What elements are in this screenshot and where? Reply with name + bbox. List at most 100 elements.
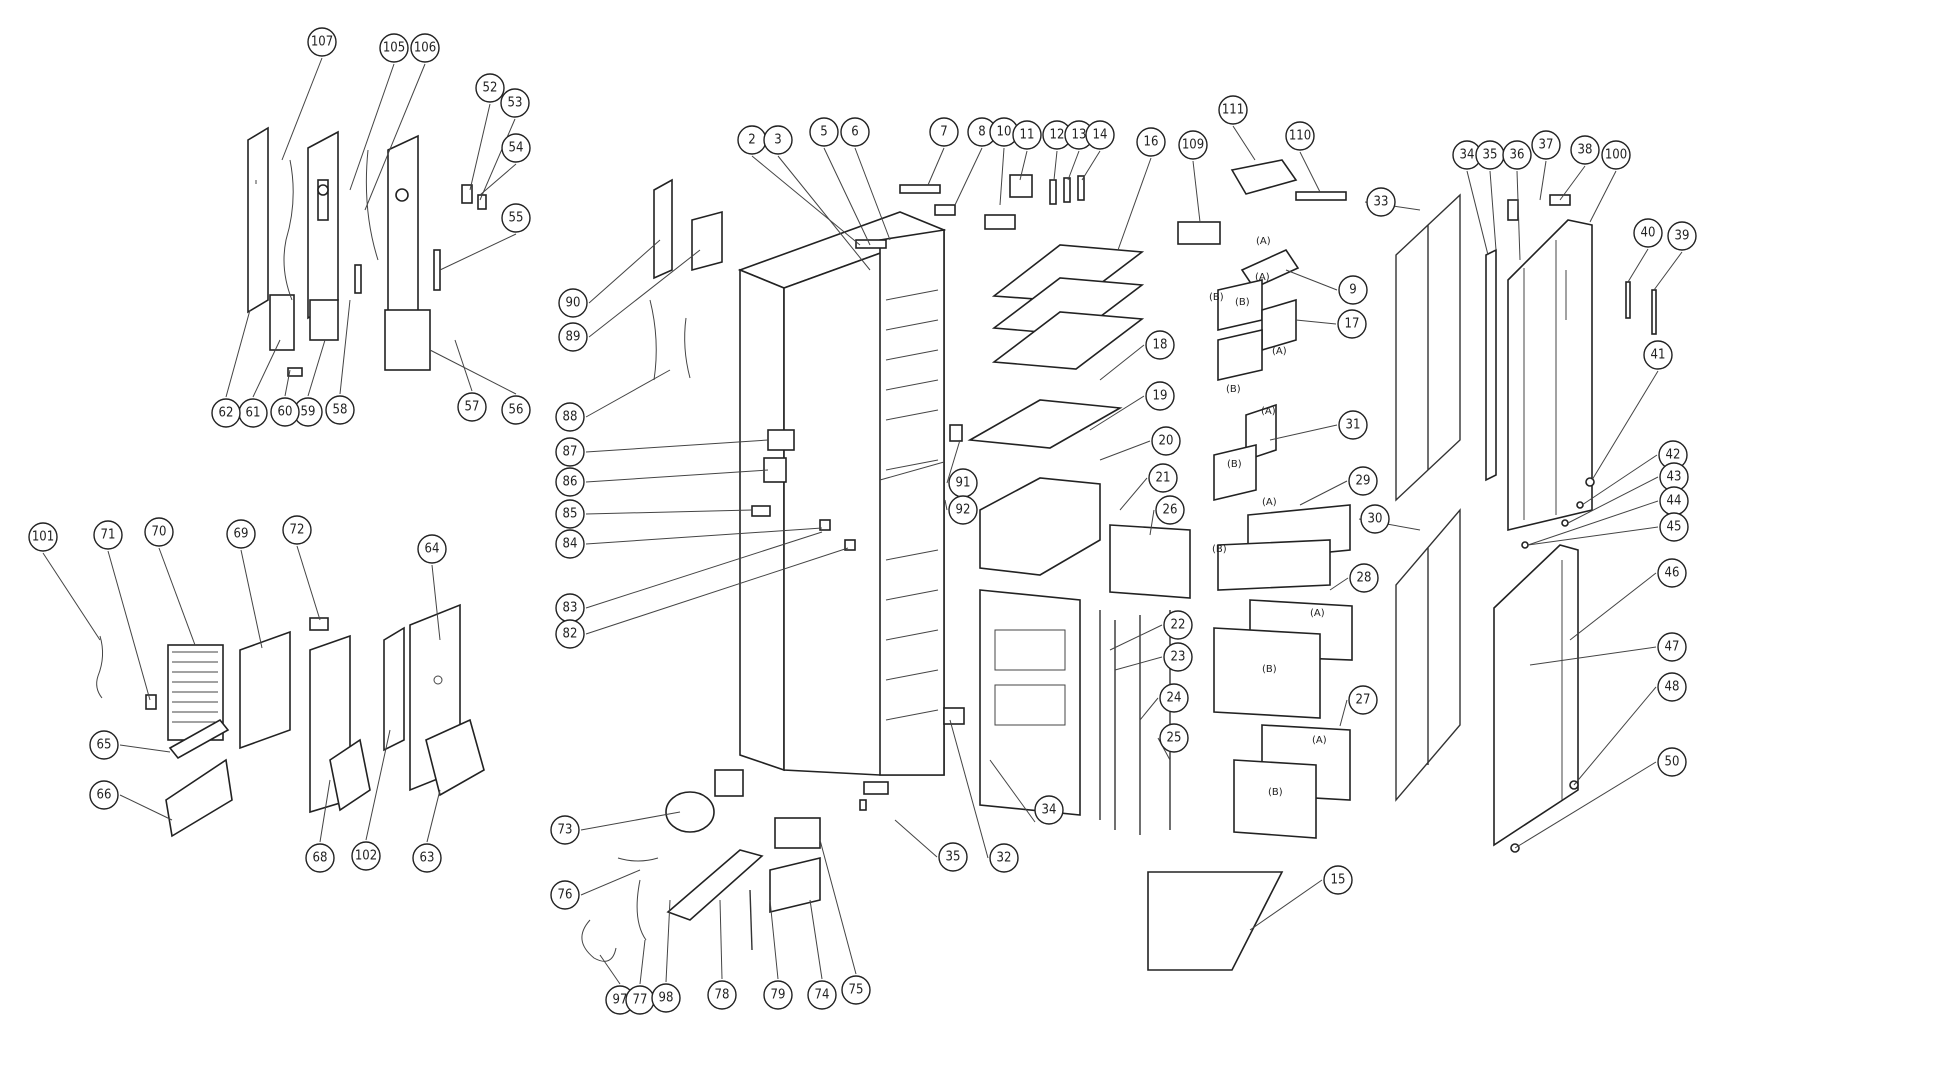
leader-line (585, 469, 769, 483)
callout-number: 61 (246, 406, 261, 421)
callout-circle (501, 395, 531, 425)
leader-line (429, 349, 517, 395)
callout-circle (555, 437, 585, 467)
leader-line (307, 339, 326, 397)
callout-number: 77 (633, 993, 648, 1008)
part-callout: 55 (501, 203, 531, 233)
shelves (967, 244, 1191, 835)
leader-line (365, 729, 391, 841)
part-callout: 27 (1348, 685, 1378, 715)
callout-number: 45 (1667, 520, 1682, 535)
leader-line (225, 309, 251, 398)
leader-line (751, 155, 861, 246)
leader-line (284, 369, 291, 397)
callout-circle (1659, 512, 1689, 542)
callout-number: 43 (1667, 470, 1682, 485)
part-callout: 2 (737, 125, 767, 155)
leader-line (946, 439, 961, 484)
callout-circle (1163, 610, 1193, 640)
callout-number: 69 (234, 527, 249, 542)
callout-circle (1159, 723, 1189, 753)
part-callout: 91 (948, 468, 978, 498)
callout-circle (1145, 330, 1175, 360)
callout-number: 24 (1167, 691, 1182, 706)
callout-number: 88 (563, 410, 578, 425)
callout-circle (1337, 309, 1367, 339)
callout-circle (412, 843, 442, 873)
callout-circle (841, 975, 871, 1005)
part-callout: 62 (211, 398, 241, 428)
part-callout: 14 (1085, 120, 1115, 150)
callout-number: 60 (278, 405, 293, 420)
callout-number: 100 (1605, 148, 1627, 163)
leader-line (823, 147, 871, 246)
leader-line (1516, 170, 1521, 261)
part-callout: 48 (1657, 672, 1687, 702)
part-callout: 23 (1163, 642, 1193, 672)
callout-number: 75 (849, 983, 864, 998)
callout-circle (144, 517, 174, 547)
callout-number: 107 (311, 35, 333, 50)
callout-number: 54 (509, 141, 524, 156)
part-callout: 78 (707, 980, 737, 1010)
callout-number: 25 (1167, 731, 1182, 746)
variant-label: (B) (1209, 292, 1224, 303)
leader-line (599, 954, 621, 985)
leader-line (479, 118, 516, 201)
callout-circle (1366, 187, 1396, 217)
part-callout: 70 (144, 517, 174, 547)
callout-circle (1657, 747, 1687, 777)
callout-number: 90 (566, 296, 581, 311)
part-callout: 84 (555, 529, 585, 559)
callout-number: 30 (1368, 512, 1383, 527)
callout-number: 52 (483, 81, 498, 96)
callout-number: 13 (1072, 128, 1087, 143)
callout-circle (89, 780, 119, 810)
callout-number: 37 (1539, 138, 1554, 153)
leader-line (469, 103, 491, 191)
callout-circle (550, 880, 580, 910)
callout-number: 111 (1222, 103, 1244, 118)
callout-number: 15 (1331, 873, 1346, 888)
callout-number: 22 (1171, 618, 1186, 633)
leader-line (1559, 165, 1586, 201)
leader-line (454, 339, 473, 392)
leader-line (949, 719, 989, 859)
callout-circle (305, 843, 335, 873)
leader-line (252, 339, 281, 398)
leader-line (1139, 697, 1159, 721)
callout-circle (558, 288, 588, 318)
callout-circle (707, 980, 737, 1010)
part-callout: 11 (1012, 120, 1042, 150)
leader-line (999, 147, 1005, 206)
callout-number: 85 (563, 507, 578, 522)
part-callout: 44 (1659, 486, 1689, 516)
callout-number: 56 (509, 403, 524, 418)
part-callout: 63 (412, 843, 442, 873)
leader-line (1269, 424, 1338, 441)
variant-label: (B) (1268, 787, 1283, 798)
callout-circle (1285, 121, 1315, 151)
part-callout: 35 (938, 842, 968, 872)
part-callout: 77 (625, 985, 655, 1015)
leader-line (349, 63, 395, 191)
leader-line (1099, 344, 1145, 381)
callout-number: 98 (659, 991, 674, 1006)
variant-label: (B) (1235, 297, 1250, 308)
callout-circle (1348, 466, 1378, 496)
callout-circle (1657, 672, 1687, 702)
callout-number: 20 (1159, 434, 1174, 449)
part-callout: 97 (605, 985, 635, 1015)
callout-number: 21 (1156, 471, 1171, 486)
leader-line (281, 57, 323, 161)
callout-number: 36 (1510, 148, 1525, 163)
leader-line (158, 547, 196, 646)
callout-circle (351, 841, 381, 871)
part-callout: 47 (1657, 632, 1687, 662)
leader-line (580, 869, 641, 896)
callout-number: 66 (97, 788, 112, 803)
part-callout: 75 (841, 975, 871, 1005)
callout-number: 27 (1356, 693, 1371, 708)
callout-number: 97 (613, 993, 628, 1008)
part-callout: 21 (1148, 463, 1178, 493)
